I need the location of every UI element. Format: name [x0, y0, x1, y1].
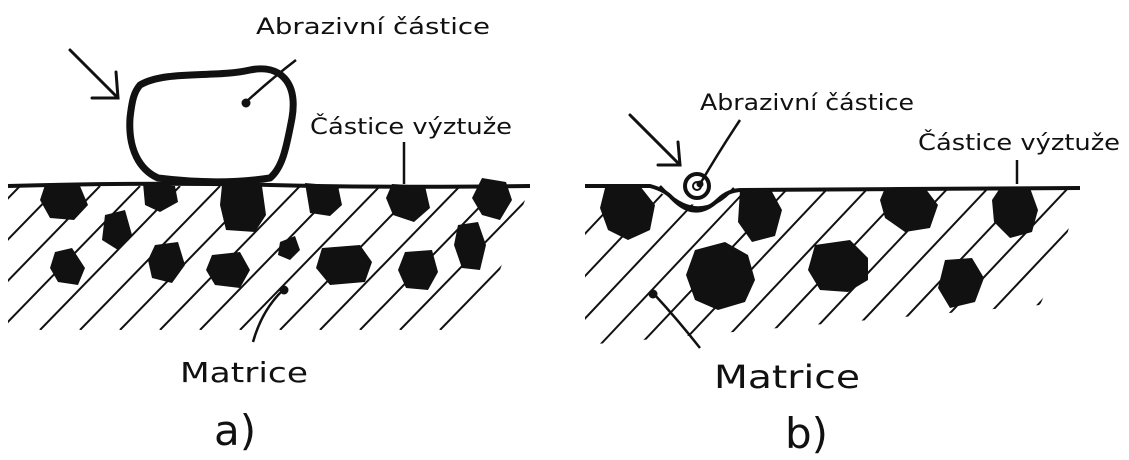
- matrix-label-a: Matrice: [180, 356, 308, 389]
- particle: [102, 210, 132, 250]
- abrasive-label-a: Abrazivní částice: [256, 15, 490, 40]
- particle: [808, 240, 868, 292]
- particle: [278, 236, 300, 260]
- panel-a: Abrazivní částice Částice výztuže Matric…: [7, 15, 531, 455]
- matrix-pointer-dot-b: [648, 289, 658, 299]
- particle: [880, 188, 938, 232]
- particle: [386, 184, 430, 222]
- matrix-pointer-dot-a: [279, 285, 289, 295]
- particle: [220, 185, 266, 232]
- surface-line-b: [585, 184, 1081, 213]
- abrasive-pointer-dot-b: [696, 180, 704, 188]
- particle: [398, 250, 438, 290]
- surface-line-a: [7, 181, 531, 189]
- reinforcement-label-b: Částice výztuže: [918, 130, 1120, 156]
- particle: [206, 252, 250, 288]
- groove-trace-b: [659, 185, 735, 209]
- reinforcement-label-a: Částice výztuže: [310, 114, 512, 140]
- particle: [50, 248, 85, 285]
- particle: [992, 188, 1038, 238]
- leaders-a: [245, 59, 406, 343]
- particle: [938, 258, 984, 308]
- force-arrow-a: [68, 48, 120, 100]
- reinforcement-particles-a: [40, 178, 512, 290]
- particle: [738, 188, 782, 242]
- particle: [148, 242, 185, 283]
- particle: [40, 185, 88, 220]
- matrix-label-b: Matrice: [714, 358, 860, 396]
- abrasive-particle-a: [126, 65, 297, 186]
- particle: [143, 183, 178, 212]
- particle: [316, 245, 372, 285]
- caption-b: b): [785, 409, 828, 458]
- caption-a: a): [214, 406, 256, 455]
- force-arrow-b: [628, 113, 682, 167]
- abrasive-particle-b: [683, 172, 711, 200]
- abrasive-pointer-dot-a: [241, 98, 251, 108]
- particle: [454, 222, 486, 270]
- particle: [600, 186, 655, 240]
- abrasive-label-b: Abrazivní částice: [700, 91, 914, 116]
- particle: [686, 242, 755, 310]
- particle: [472, 178, 512, 220]
- particle: [305, 183, 342, 216]
- reinforcement-particles-b: [600, 186, 1038, 310]
- panel-b: Abrazivní částice Částice výztuže Matric…: [585, 91, 1120, 458]
- leaders-b: [653, 119, 1019, 349]
